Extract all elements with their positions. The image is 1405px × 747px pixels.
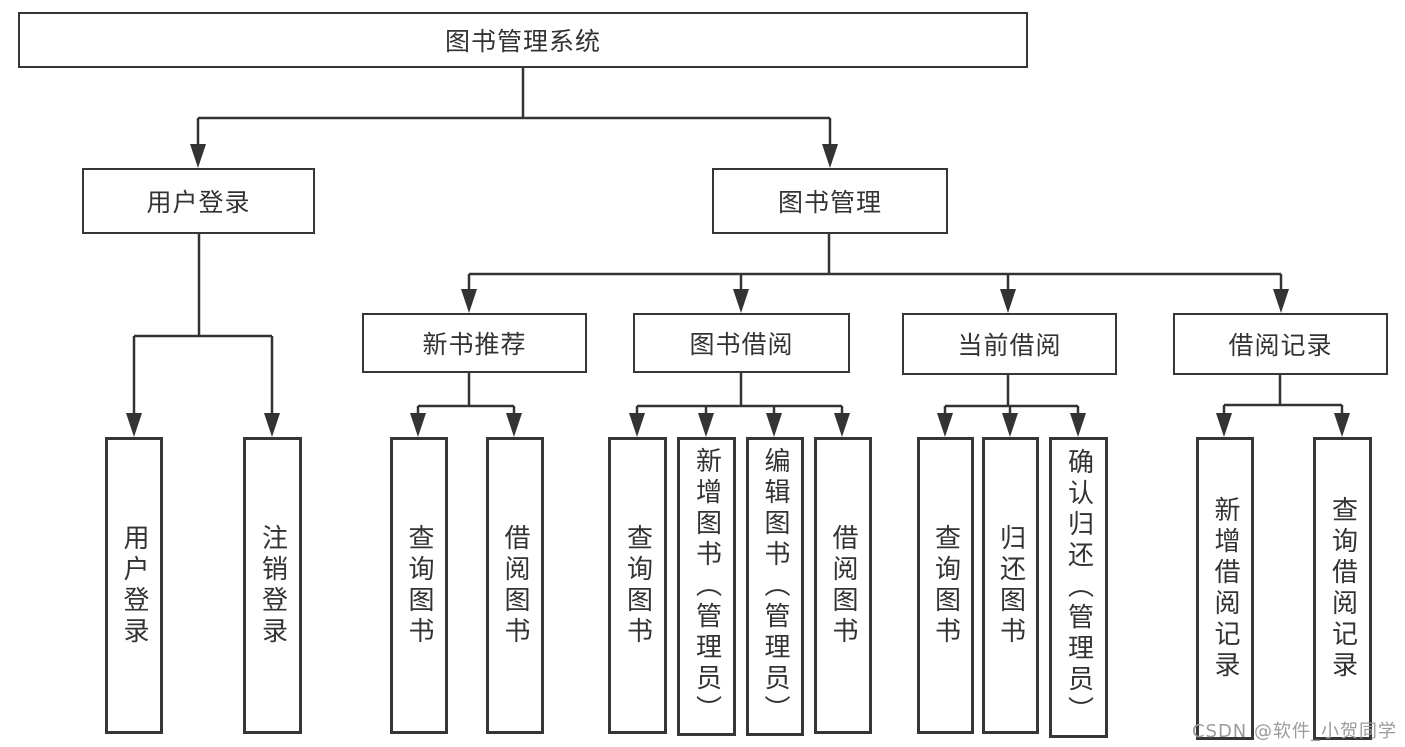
node-user-login: 用户登录 [82, 168, 315, 234]
leaf-return-book: 归还图书 [982, 437, 1039, 734]
leaf-borrowing-query-book: 查询图书 [608, 437, 667, 734]
leaf-user-login-label: 用户登录 [119, 523, 149, 648]
node-borrowing-records-label: 借阅记录 [1228, 331, 1333, 360]
leaf-current-query-book-label: 查询图书 [930, 523, 961, 648]
leaf-return-book-label: 归还图书 [995, 523, 1026, 648]
leaf-confirm-return-admin-label: 确认归还（管理员） [1063, 448, 1094, 727]
csdn-watermark: CSDN @软件_小贺同学 [1191, 721, 1397, 742]
leaf-current-query-book: 查询图书 [917, 437, 974, 734]
node-new-book-recommend-label: 新书推荐 [422, 330, 527, 359]
leaf-user-login: 用户登录 [105, 437, 163, 734]
leaf-add-book-admin: 新增图书（管理员） [677, 437, 736, 736]
leaf-borrowing-borrow-book: 借阅图书 [814, 437, 872, 734]
leaf-recommend-query-book: 查询图书 [390, 437, 448, 734]
leaf-recommend-borrow-book: 借阅图书 [486, 437, 544, 734]
leaf-query-borrow-record: 查询借阅记录 [1313, 437, 1372, 740]
leaf-borrowing-borrow-book-label: 借阅图书 [828, 523, 858, 648]
leaf-edit-book-admin-label: 编辑图书（管理员） [760, 447, 790, 726]
leaf-add-book-admin-label: 新增图书（管理员） [691, 447, 722, 726]
node-library-system: 图书管理系统 [18, 12, 1028, 68]
node-book-management-label: 图书管理 [777, 188, 882, 217]
node-current-borrowing-label: 当前借阅 [957, 331, 1062, 360]
leaf-borrowing-query-book-label: 查询图书 [622, 523, 653, 648]
node-current-borrowing: 当前借阅 [902, 313, 1117, 375]
node-book-management: 图书管理 [712, 168, 948, 234]
node-new-book-recommend: 新书推荐 [362, 313, 587, 373]
leaf-recommend-borrow-book-label: 借阅图书 [500, 523, 530, 648]
leaf-logout-label: 注销登录 [257, 523, 288, 648]
leaf-edit-book-admin: 编辑图书（管理员） [746, 437, 804, 736]
node-book-borrowing-label: 图书借阅 [689, 330, 794, 359]
leaf-query-borrow-record-label: 查询借阅记录 [1327, 495, 1358, 682]
leaf-logout: 注销登录 [243, 437, 302, 734]
node-user-login-label: 用户登录 [146, 188, 251, 217]
node-library-system-label: 图书管理系统 [444, 27, 601, 56]
leaf-recommend-query-book-label: 查询图书 [404, 523, 434, 648]
leaf-confirm-return-admin: 确认归还（管理员） [1049, 437, 1108, 738]
leaf-add-borrow-record-label: 新增借阅记录 [1210, 495, 1240, 682]
node-book-borrowing: 图书借阅 [633, 313, 850, 373]
node-borrowing-records: 借阅记录 [1173, 313, 1388, 375]
leaf-add-borrow-record: 新增借阅记录 [1196, 437, 1254, 740]
